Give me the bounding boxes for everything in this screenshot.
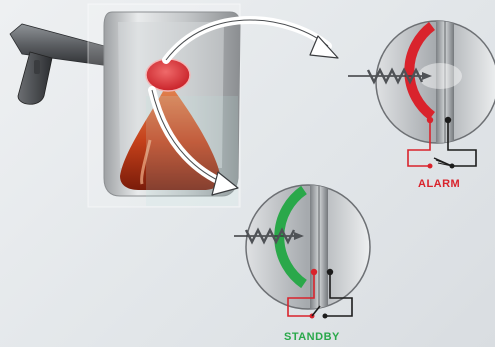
standby-label: STANDBY	[284, 331, 340, 343]
standby-detail	[234, 182, 370, 312]
alarm-label: ALARM	[418, 178, 460, 190]
alarm-detail	[348, 18, 495, 148]
switch-contact-icon	[428, 158, 455, 169]
